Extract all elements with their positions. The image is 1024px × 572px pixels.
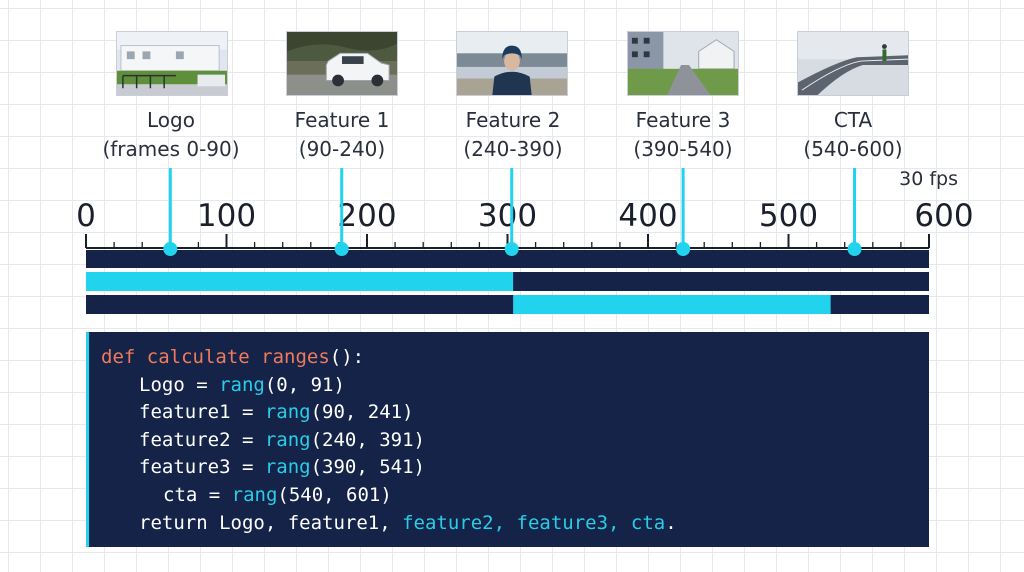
tick-label: 300 [477,198,538,234]
code-call: rang [219,373,265,396]
segment-range: (540-600) [803,137,903,161]
code-def-line: def calculate ranges(): [101,344,929,372]
thumbnail-feature-3 [627,31,739,96]
tick-label: 200 [337,198,397,234]
segment-name: Logo [147,108,195,132]
code-variable: Logo = [139,373,220,396]
tick-label: 100 [196,198,257,234]
code-return-highlight: feature2, feature3, cta [402,511,666,534]
code-line-logo: Logo = rang(0, 91) [101,372,929,400]
thumbnail-logo [116,31,228,96]
progress-fill-1 [86,272,514,291]
code-line-feature3: feature3 = rang(390, 541) [101,454,929,482]
code-args: (240, 391) [310,428,425,451]
segment-label-logo: Logo (frames 0-90) [86,106,256,164]
code-args: (540, 601) [277,483,392,506]
code-block: def calculate ranges():Logo = rang(0, 91… [86,332,929,547]
segment-label-feature-2: Feature 2 (240-390) [428,106,598,164]
code-args: (390, 541) [310,456,425,479]
segment-name: Feature 3 [635,108,731,132]
code-call: rang [264,428,311,451]
marker-dot-1 [163,242,178,256]
street-photo-icon [628,32,738,95]
code-call: rang [264,456,311,479]
code-variable: feature2 = [139,428,265,451]
segment-label-cta: CTA (540-600) [768,106,938,164]
segment-range: (frames 0-90) [102,137,240,161]
marker-dot-4 [676,242,691,256]
code-args: (90, 241) [310,401,414,424]
code-variable: feature3 = [139,456,265,479]
code-args: (0, 91) [264,373,345,396]
code-return-line: return Logo, feature1, feature2, feature… [101,510,929,538]
timeline [85,168,930,314]
fps-label: 30 fps [899,168,958,190]
code-line-cta: cta = rang(540, 601) [101,482,929,510]
code-def-tail: (): [329,346,365,368]
segment-range: (390-540) [633,137,733,161]
tick-label: 600 [914,198,974,234]
segment-label-feature-1: Feature 1 (90-240) [257,106,427,164]
marker-dot-5 [847,242,862,256]
code-def-keyword: def [101,346,147,368]
segment-name: Feature 2 [465,108,561,132]
tick-label: 500 [758,198,819,234]
code-function-name: calculate ranges [146,346,330,368]
marker-dot-3 [504,242,519,256]
code-line-feature2: feature2 = rang(240, 391) [101,427,929,455]
thumbnail-feature-1 [286,31,398,96]
segment-label-feature-3: Feature 3 (390-540) [598,106,768,164]
thumbnail-feature-2 [456,31,568,96]
car-photo-icon [287,32,397,95]
thumbnail-cta [797,31,909,96]
code-return-end: . [665,511,677,534]
code-variable: cta = [163,483,232,506]
building-photo-icon [117,32,227,95]
road-photo-icon [798,32,908,95]
segment-name: CTA [833,108,873,132]
code-return-plain: return Logo, feature1, [139,511,403,534]
segment-range: (240-390) [463,137,563,161]
marker-dot-2 [334,242,349,256]
timeline-bar [86,250,929,268]
progress-fill-2 [513,295,831,314]
code-call: rang [264,401,311,424]
code-line-feature1: feature1 = rang(90, 241) [101,399,929,427]
code-call: rang [231,483,278,506]
segment-range: (90-240) [298,137,386,161]
tick-label: 400 [618,198,678,234]
tick-label: 0 [76,198,96,234]
person-photo-icon [457,32,567,95]
code-variable: feature1 = [139,401,265,424]
segment-name: Feature 1 [294,108,390,132]
